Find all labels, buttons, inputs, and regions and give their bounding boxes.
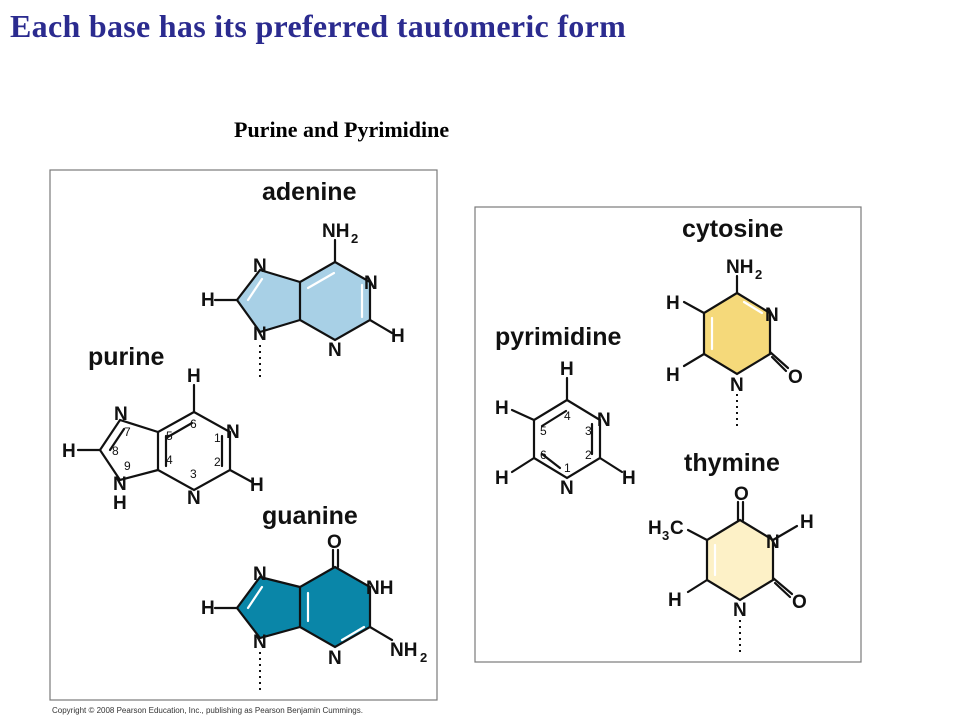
svg-text:H: H [666, 365, 680, 386]
svg-text:4: 4 [166, 453, 173, 467]
svg-text:6: 6 [190, 417, 197, 431]
guanine-fill [300, 567, 370, 647]
svg-text:H: H [648, 518, 662, 539]
svg-text:H: H [622, 468, 636, 489]
svg-text:8: 8 [112, 444, 119, 458]
svg-text:3: 3 [585, 424, 592, 438]
svg-text:H: H [113, 493, 127, 514]
adenine-molecule: NH 2 N N N N H H adenine [201, 178, 405, 378]
svg-text:N: N [113, 474, 127, 495]
cytosine-molecule: NH 2 N N O H H cytosine [666, 215, 803, 428]
svg-text:4: 4 [564, 409, 571, 423]
svg-text:N: N [253, 324, 267, 345]
svg-text:O: O [734, 484, 749, 505]
svg-text:N: N [253, 256, 267, 277]
svg-text:H: H [666, 293, 680, 314]
svg-text:N: N [364, 273, 378, 294]
pyrimidine-label: pyrimidine [495, 323, 622, 351]
svg-text:3: 3 [190, 467, 197, 481]
pyrimidine-molecule: H N N H H H 4 3 2 1 6 5 pyrimidine [495, 323, 636, 499]
copyright-text: Copyright © 2008 Pearson Education, Inc.… [52, 706, 363, 715]
svg-text:7: 7 [124, 425, 131, 439]
svg-text:NH: NH [390, 640, 417, 661]
svg-text:N: N [253, 564, 267, 585]
svg-text:N: N [114, 404, 128, 425]
adenine-five-ring-fill [237, 270, 300, 332]
svg-text:N: N [730, 375, 744, 396]
svg-text:O: O [788, 367, 803, 388]
svg-text:N: N [733, 600, 747, 621]
svg-text:O: O [327, 532, 342, 553]
svg-text:N: N [328, 648, 342, 669]
svg-text:N: N [328, 340, 342, 361]
svg-text:H: H [62, 441, 76, 462]
svg-text:O: O [792, 592, 807, 613]
svg-text:5: 5 [540, 424, 547, 438]
svg-text:2: 2 [585, 448, 592, 462]
thymine-label: thymine [684, 449, 780, 477]
svg-text:N: N [187, 488, 201, 509]
guanine-molecule: O NH NH 2 N N N H guanine [201, 502, 427, 690]
svg-text:H: H [668, 590, 682, 611]
page-title: Each base has its preferred tautomeric f… [10, 8, 627, 44]
cytosine-label: cytosine [682, 215, 784, 243]
svg-text:2: 2 [351, 231, 358, 246]
svg-text:N: N [766, 532, 780, 553]
svg-text:N: N [597, 410, 611, 431]
svg-text:H: H [201, 290, 215, 311]
svg-text:H: H [560, 359, 574, 380]
cytosine-fill [704, 293, 770, 374]
svg-text:NH: NH [322, 221, 349, 242]
svg-text:1: 1 [214, 431, 221, 445]
svg-text:H: H [495, 468, 509, 489]
thymine-fill [707, 520, 773, 600]
svg-text:H: H [250, 475, 264, 496]
svg-text:2: 2 [755, 267, 762, 282]
pyrimidines-panel [474, 206, 862, 663]
guanine-five-ring-fill [237, 577, 300, 638]
svg-text:2: 2 [214, 455, 221, 469]
svg-text:6: 6 [540, 448, 547, 462]
svg-text:H: H [495, 398, 509, 419]
svg-text:5: 5 [166, 429, 173, 443]
svg-text:NH: NH [726, 257, 753, 278]
svg-text:2: 2 [420, 650, 427, 665]
svg-text:N: N [226, 422, 240, 443]
svg-text:H: H [800, 512, 814, 533]
svg-text:C: C [670, 518, 684, 539]
svg-text:H: H [201, 598, 215, 619]
page-subtitle: Purine and Pyrimidine [234, 117, 450, 142]
svg-text:H: H [391, 326, 405, 347]
thymine-molecule: O N H N O H H 3 C thymine [648, 449, 814, 654]
svg-text:H: H [187, 366, 201, 387]
purines-panel [49, 169, 438, 701]
guanine-label: guanine [262, 502, 358, 530]
svg-text:3: 3 [662, 528, 669, 543]
svg-text:1: 1 [564, 461, 571, 475]
svg-text:N: N [765, 305, 779, 326]
svg-text:N: N [560, 478, 574, 499]
purine-label: purine [88, 343, 164, 371]
svg-text:N: N [253, 632, 267, 653]
purine-molecule: H N N N N H H H 1 2 3 4 5 6 7 8 9 purine [62, 343, 264, 514]
svg-text:NH: NH [366, 578, 393, 599]
svg-text:9: 9 [124, 459, 131, 473]
adenine-label: adenine [262, 178, 357, 206]
